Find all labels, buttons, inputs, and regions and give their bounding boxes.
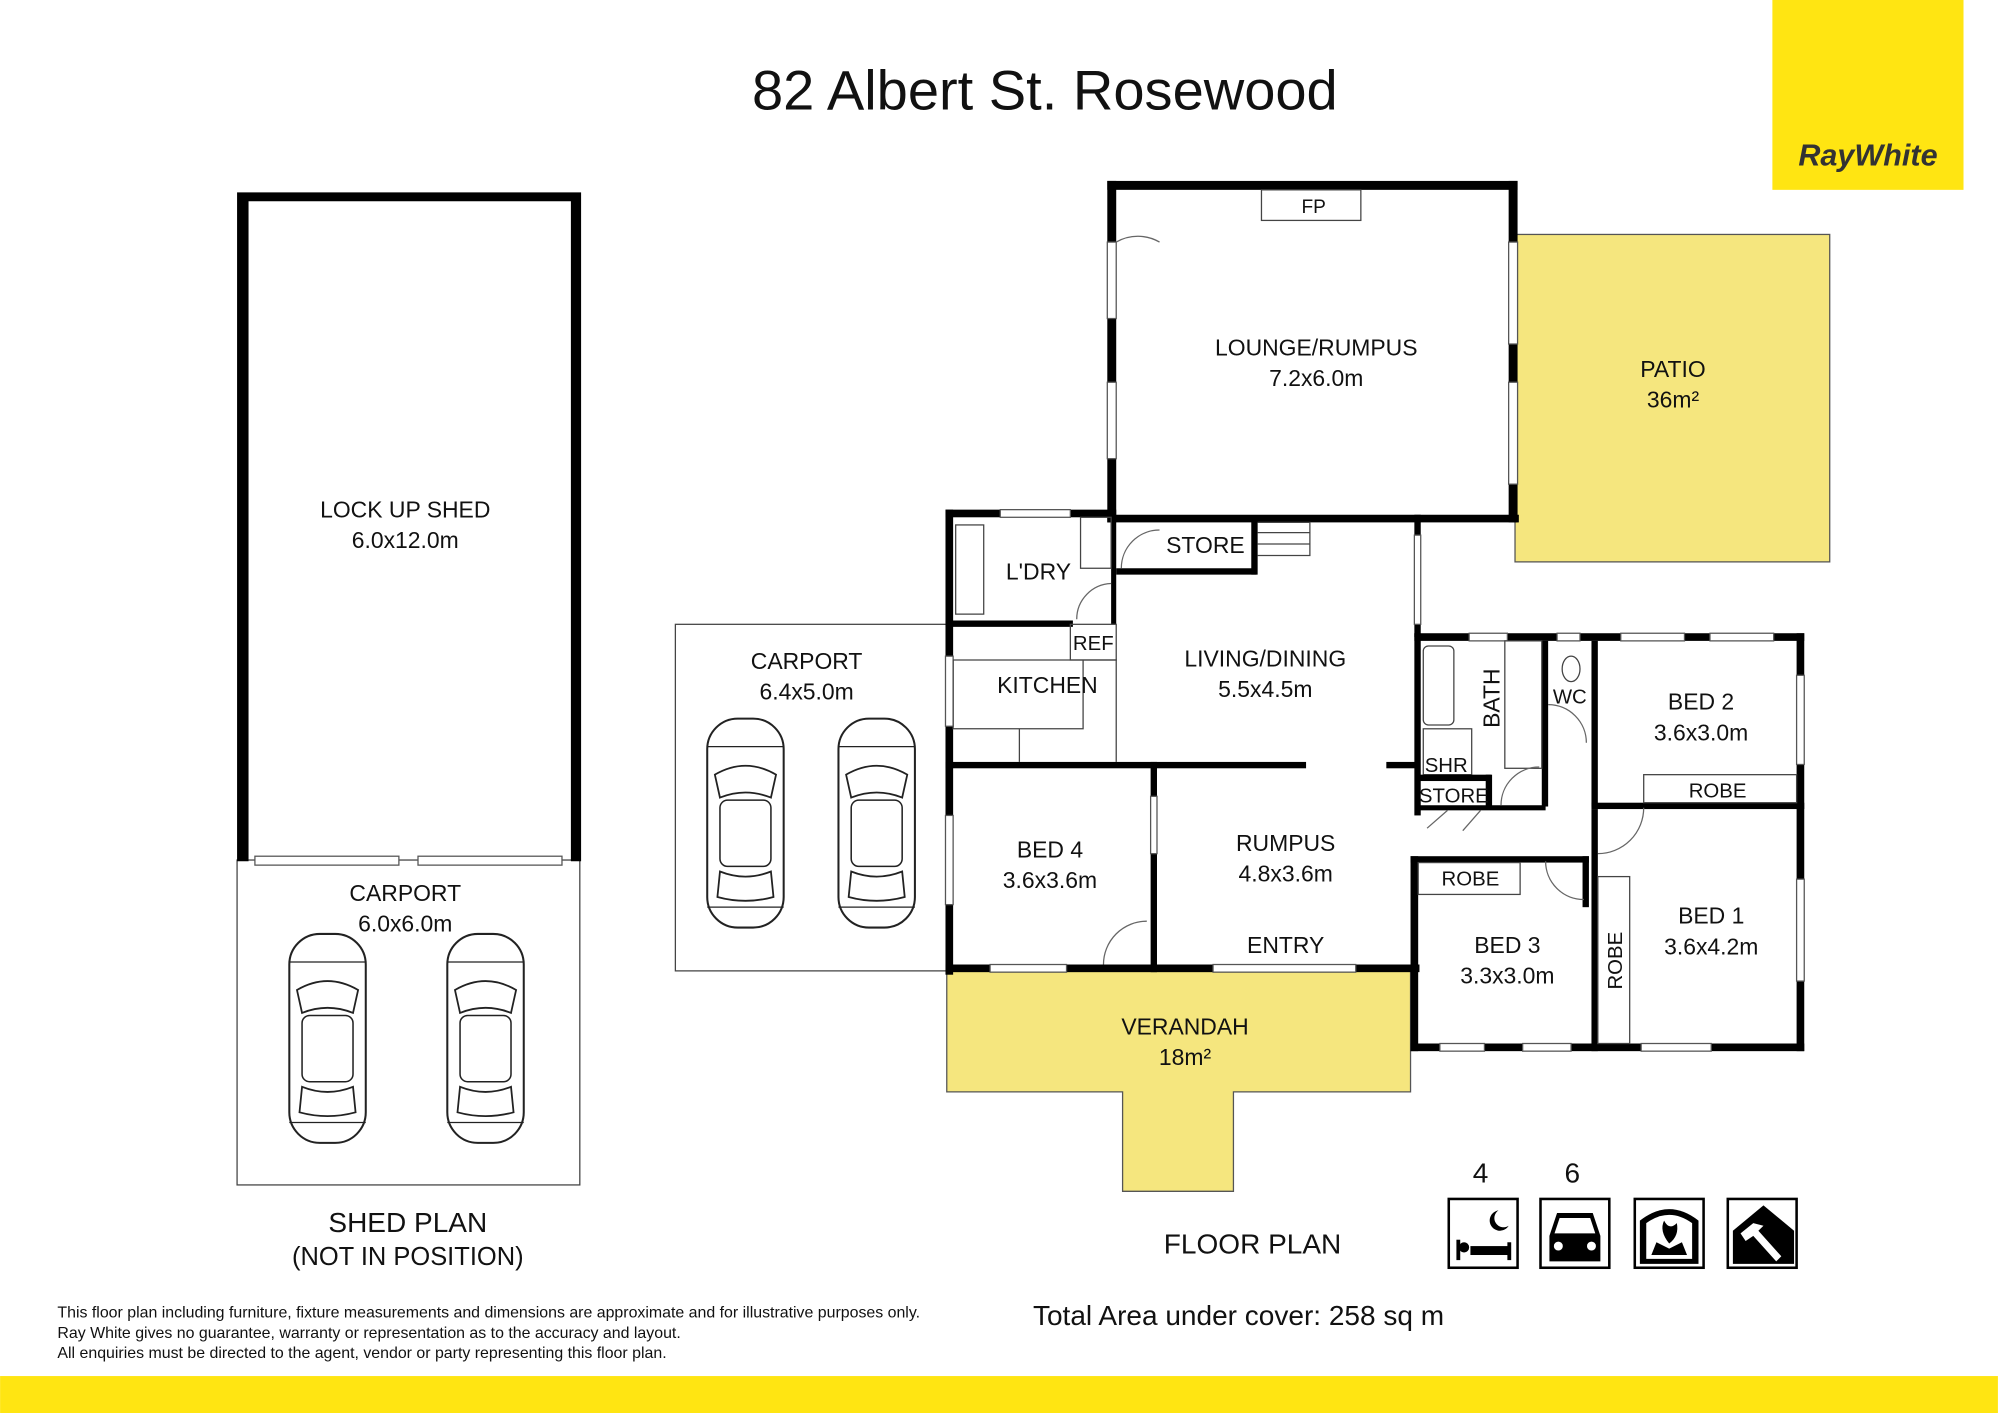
room-size: 4.8x3.6m [1239, 861, 1333, 887]
room-label: WC [1553, 686, 1587, 708]
room-label: RUMPUS [1236, 830, 1335, 856]
fireplace-label: FP [1301, 197, 1325, 218]
bed-icon [1447, 1197, 1519, 1270]
room-label: LOCK UP SHED [320, 496, 490, 522]
room-size: 18m² [1159, 1044, 1212, 1070]
room-label: LIVING/DINING [1184, 645, 1346, 671]
bedroom-count: 4 [1473, 1157, 1489, 1188]
room-label: ROBE [1689, 781, 1747, 803]
room-size: 3.6x3.6m [1003, 867, 1097, 893]
car-icon [288, 932, 367, 1144]
house-walls [944, 180, 1805, 1052]
room-label: LOUNGE/RUMPUS [1215, 334, 1418, 360]
room-label: KITCHEN [997, 672, 1098, 698]
plan-note: (NOT IN POSITION) [292, 1243, 524, 1271]
hammer-house-icon [1726, 1197, 1798, 1270]
room-label: CARPORT [349, 880, 461, 906]
plan-label: FLOOR PLAN [1164, 1229, 1341, 1260]
verandah-area [946, 970, 1412, 1192]
car-icon [706, 717, 785, 929]
room-size: 3.6x4.2m [1664, 933, 1758, 959]
disclaimer-line: All enquiries must be directed to the ag… [57, 1345, 666, 1362]
room-label: SHR [1425, 755, 1468, 777]
room-label: PATIO [1640, 356, 1705, 382]
room-size: 36m² [1647, 387, 1700, 413]
room-size: 6.0x12.0m [352, 527, 459, 553]
room-size: 6.0x6.0m [358, 910, 452, 936]
room-label: BATH [1479, 668, 1505, 727]
room-size: 5.5x4.5m [1218, 676, 1312, 702]
room-label: BED 1 [1678, 903, 1744, 929]
page-title: 82 Albert St. Rosewood [752, 59, 1338, 122]
room-size: 3.3x3.0m [1460, 963, 1554, 989]
disclaimer-line: This floor plan including furniture, fix… [57, 1304, 920, 1321]
car-count: 6 [1565, 1157, 1581, 1188]
room-label: ENTRY [1247, 932, 1324, 958]
fireplace-icon [1633, 1197, 1705, 1270]
room-size: 6.4x5.0m [759, 678, 853, 704]
total-area: Total Area under cover: 258 sq m [1033, 1300, 1444, 1331]
room-label: STORE [1419, 786, 1489, 808]
room-label: CARPORT [751, 648, 863, 674]
room-label: STORE [1166, 532, 1245, 558]
room-label: BED 4 [1017, 836, 1083, 862]
car-icon [837, 717, 916, 929]
svg-text:RayWhite: RayWhite [1798, 139, 1937, 173]
fireplace [1260, 189, 1362, 222]
fridge-label: REF [1073, 633, 1114, 655]
car-icon [1539, 1197, 1611, 1270]
room-size: 7.2x6.0m [1269, 365, 1363, 391]
room-size: 3.6x3.0m [1654, 719, 1748, 745]
disclaimer-line: Ray White gives no guarantee, warranty o… [57, 1325, 680, 1342]
room-label: BED 2 [1668, 689, 1734, 715]
car-icon [446, 932, 525, 1144]
room-label: L'DRY [1006, 559, 1071, 585]
room-label: BED 3 [1474, 932, 1540, 958]
room-label: VERANDAH [1121, 1014, 1248, 1040]
raywhite-logo: RayWhite [1772, 0, 1964, 190]
room-label: ROBE [1605, 932, 1627, 990]
footer-bar [0, 1376, 1998, 1413]
shed-plan [236, 192, 582, 1186]
patio-area [1514, 233, 1831, 563]
room-label: ROBE [1442, 869, 1500, 891]
plan-label: SHED PLAN [328, 1207, 487, 1238]
